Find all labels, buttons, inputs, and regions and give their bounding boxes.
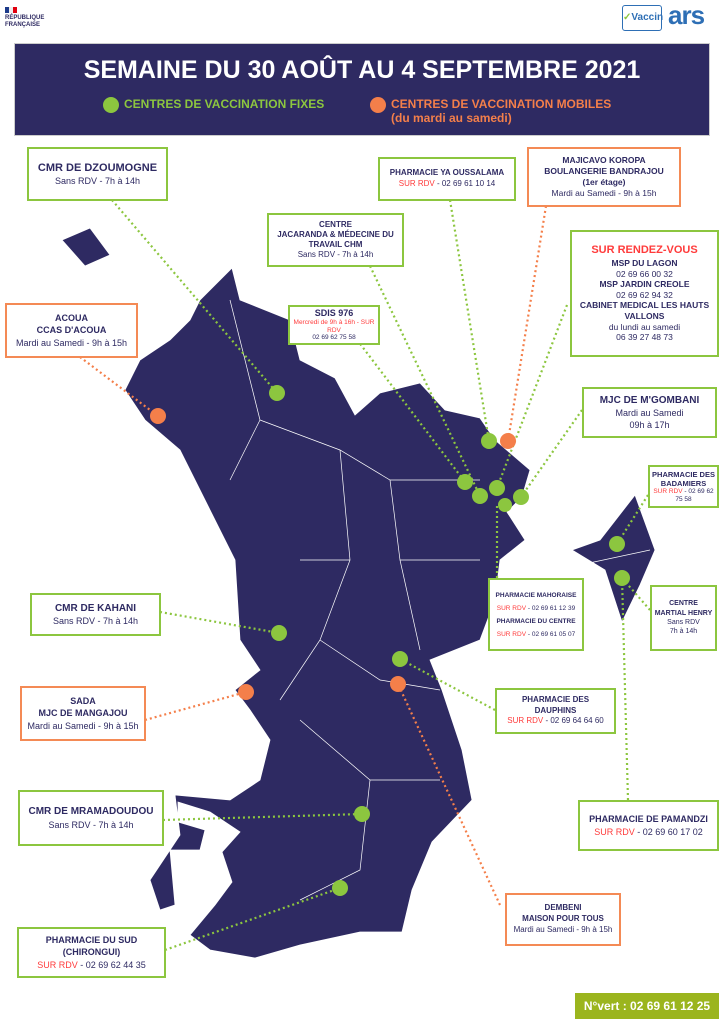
link-mramadoudou (162, 812, 363, 822)
site-badamiers-marker[interactable] (609, 536, 625, 552)
link-dembeni (397, 683, 501, 906)
card-pharmacie-sud[interactable]: PHARMACIE DU SUD(CHIRONGUI)SUR RDV - 02 … (17, 927, 166, 978)
site-mgombani-marker[interactable] (513, 489, 529, 505)
site-sada-marker[interactable] (238, 684, 254, 700)
orange-dot-icon (370, 97, 386, 113)
page-title: SEMAINE DU 30 AOÛT AU 4 SEPTEMBRE 2021 (83, 56, 641, 84)
link-ya-oussalama (448, 199, 491, 442)
site-martial-henry-marker[interactable] (614, 570, 630, 586)
link-sdis (341, 319, 466, 483)
site-dembeni-marker[interactable] (390, 676, 406, 692)
mtsamboro-island (61, 227, 111, 267)
link-dzoumogne (111, 199, 278, 394)
site-marker[interactable] (481, 433, 497, 449)
hotline-badge: N°vert : 02 69 61 12 25 (575, 993, 719, 1019)
petite-terre-island (571, 494, 656, 624)
republique-francaise-logo: RÉPUBLIQUE FRANÇAISE (5, 7, 45, 28)
site-kahani-marker[interactable] (271, 625, 287, 641)
link-sur-rdv (495, 304, 569, 489)
link-majicavo (506, 205, 548, 442)
site-dzoumogne-marker[interactable] (269, 385, 285, 401)
site-mramadoudou-marker[interactable] (354, 806, 370, 822)
site-marker[interactable] (489, 480, 505, 496)
link-sada (144, 690, 247, 722)
link-sud (164, 886, 341, 952)
link-acoua (79, 356, 159, 417)
link-kahani (159, 610, 280, 635)
link-mgombani (520, 409, 583, 498)
legend-mobile: CENTRES DE VACCINATION MOBILES(du mardi … (370, 97, 611, 125)
legend-fixed: CENTRES DE VACCINATION FIXES (103, 97, 324, 113)
site-marker[interactable] (472, 488, 488, 504)
header-banner: SEMAINE DU 30 AOÛT AU 4 SEPTEMBRE 2021 C… (14, 43, 710, 136)
ars-logo: ars (668, 0, 705, 30)
site-marker[interactable] (457, 474, 473, 490)
site-acoua-marker[interactable] (150, 408, 166, 424)
site-marker[interactable] (498, 498, 512, 512)
vaccin-covid-logo: ✓Vaccin (622, 5, 663, 31)
commune-borders (229, 299, 651, 901)
link-pamandzi (620, 577, 630, 801)
green-dot-icon (103, 97, 119, 113)
site-sud-marker[interactable] (332, 880, 348, 896)
site-majicavo-marker[interactable] (500, 433, 516, 449)
site-dauphins-marker[interactable] (392, 651, 408, 667)
main-island (124, 267, 531, 959)
